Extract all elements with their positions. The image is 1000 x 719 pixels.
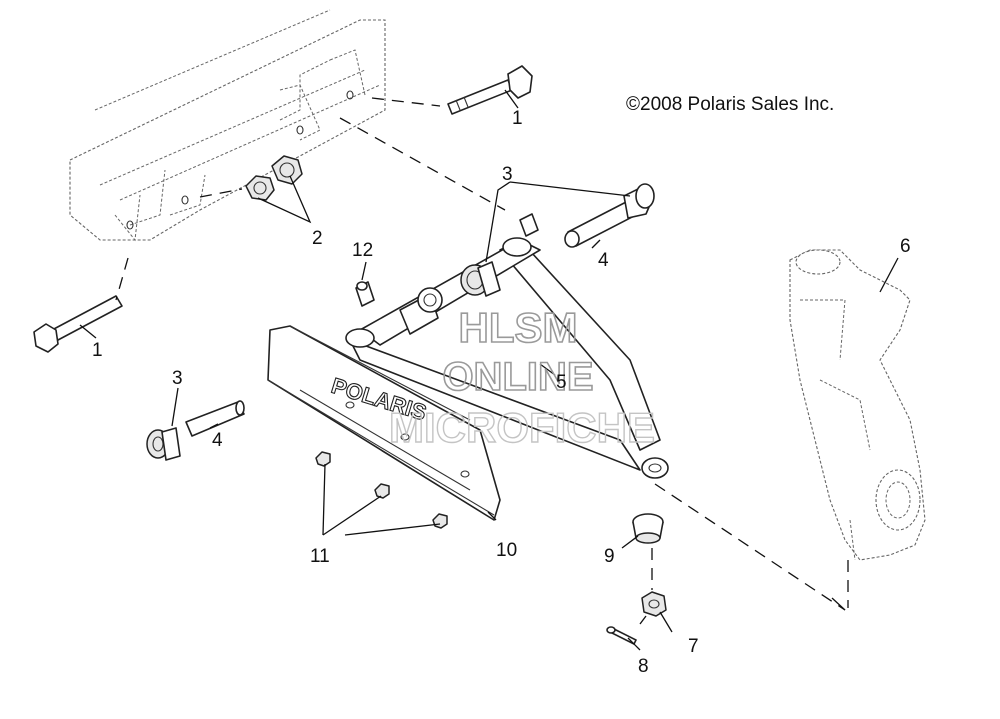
callout-7: 7 <box>688 636 699 657</box>
bushing-center <box>399 287 443 335</box>
callout-6: 6 <box>900 236 911 257</box>
nut-pair <box>245 155 303 201</box>
bolt-top <box>447 65 533 115</box>
grease-fitting-left <box>355 281 375 307</box>
grease-fitting-right <box>519 213 539 237</box>
copyright-notice: ©2008 Polaris Sales Inc. <box>626 94 834 115</box>
callout-1-top: 1 <box>512 108 523 129</box>
bushing-mid <box>460 261 501 297</box>
callout-4-left: 4 <box>212 430 223 451</box>
ball-joint-boot <box>632 513 664 544</box>
castle-nut <box>641 591 667 617</box>
bolt-left <box>33 295 123 353</box>
frame-assembly <box>69 9 386 242</box>
spindle-knuckle <box>789 249 926 561</box>
callout-10: 10 <box>496 540 517 561</box>
screw-set <box>315 451 448 529</box>
leader-lines <box>79 89 899 651</box>
sleeve-left <box>185 400 245 437</box>
callout-8: 8 <box>638 656 649 677</box>
callout-3-top: 3 <box>502 164 513 185</box>
callout-12: 12 <box>352 240 373 261</box>
watermark-line3: MICROFICHE <box>389 404 655 451</box>
bushing-left <box>146 427 181 461</box>
callout-5: 5 <box>556 372 567 393</box>
callout-1-left: 1 <box>92 340 103 361</box>
callout-4-top: 4 <box>598 250 609 271</box>
watermark: HLSM ONLINE MICROFICHE <box>388 303 655 452</box>
callout-11: 11 <box>310 546 330 567</box>
callout-9: 9 <box>604 546 615 567</box>
watermark-line1: HLSM <box>459 304 578 351</box>
bushing-upper-right <box>564 183 655 248</box>
callout-3-left: 3 <box>172 368 183 389</box>
assembly-lines <box>115 97 849 625</box>
callouts: 1 1 2 3 3 4 4 5 6 7 8 9 10 11 12 <box>92 108 911 677</box>
watermark-line2: ONLINE <box>442 355 593 399</box>
callout-2: 2 <box>312 228 323 249</box>
